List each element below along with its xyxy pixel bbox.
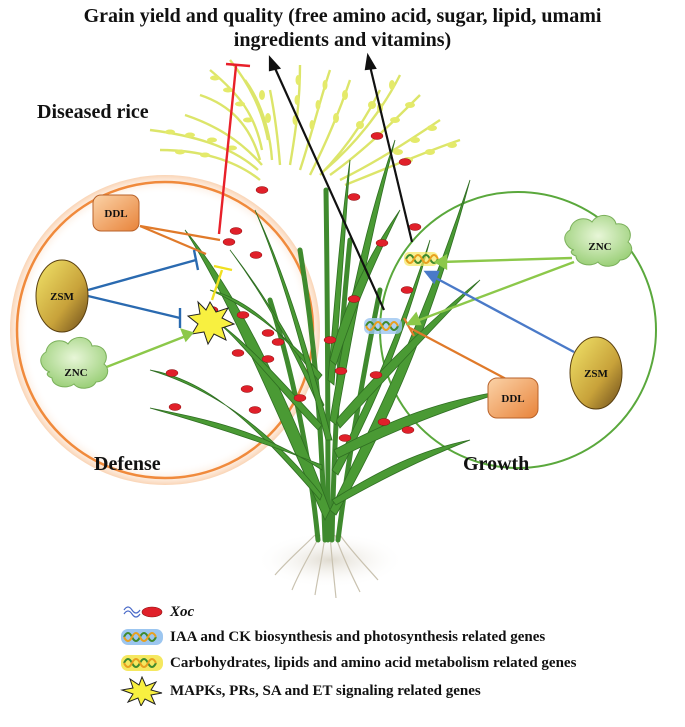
legend-text-burst: MAPKs, PRs, SA and ET signaling related … <box>170 683 481 700</box>
legend-text-blue-helix: IAA and CK biosynthesis and photosynthes… <box>170 629 545 646</box>
yellow-dna-helix-icon <box>120 653 164 673</box>
ddl-node-growth: DDL <box>488 378 538 418</box>
blue-dna-helix-on-plant <box>364 318 402 334</box>
title-line-2: ingredients and vitamins) <box>0 28 685 52</box>
growth-label: Growth <box>463 453 529 476</box>
zsm-node-defense: ZSM <box>36 260 88 332</box>
xoc-bacterium-icon <box>120 602 164 622</box>
znc-label-growth: ZNC <box>588 241 611 253</box>
yellow-dna-helix-on-plant <box>404 252 438 266</box>
diseased-rice-label: Diseased rice <box>37 101 149 124</box>
zsm-label-growth: ZSM <box>584 368 608 380</box>
ddl-label-growth: DDL <box>501 393 524 405</box>
znc-label-defense: ZNC <box>64 367 87 379</box>
legend-item-xoc: Xoc <box>120 600 194 624</box>
panicles <box>150 60 460 185</box>
legend-item-blue-helix: IAA and CK biosynthesis and photosynthes… <box>120 625 545 649</box>
defense-label: Defense <box>94 453 161 476</box>
ddl-node-defense: DDL <box>93 195 139 231</box>
ddl-label-defense: DDL <box>104 208 127 220</box>
legend-item-yellow-helix: Carbohydrates, lipids and amino acid met… <box>120 651 576 675</box>
legend-item-burst: MAPKs, PRs, SA and ET signaling related … <box>120 679 481 703</box>
znc-node-growth: ZNC <box>565 215 632 266</box>
legend-text-yellow-helix: Carbohydrates, lipids and amino acid met… <box>170 655 576 672</box>
blue-dna-helix-icon <box>120 627 164 647</box>
zsm-label-defense: ZSM <box>50 291 74 303</box>
title-line-1: Grain yield and quality (free amino acid… <box>0 4 685 28</box>
yellow-burst-icon <box>120 676 164 706</box>
zsm-node-growth: ZSM <box>570 337 622 409</box>
legend-text-xoc: Xoc <box>170 604 194 621</box>
